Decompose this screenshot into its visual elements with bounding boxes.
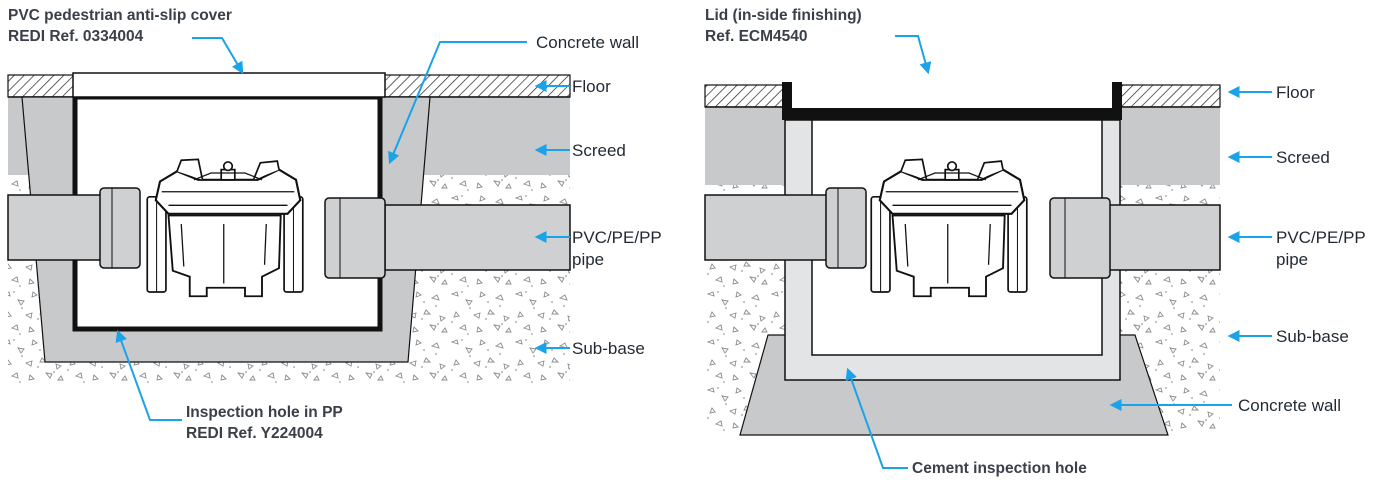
pipe-label-right-line2: pipe <box>1276 250 1308 269</box>
pvc-cover <box>72 72 386 98</box>
left-pipe-right <box>704 194 836 261</box>
lid-label-line1: Lid (in-side finishing) <box>705 7 862 24</box>
leader-arrows <box>115 35 1272 469</box>
hole-label-line2: REDI Ref. Y224004 <box>186 425 323 442</box>
concrete-wall-label: Concrete wall <box>536 33 639 52</box>
right-section-diagram <box>704 82 1221 436</box>
cement-hole-label: Cement inspection hole <box>912 460 1087 477</box>
pipe-label-line2: pipe <box>572 250 604 269</box>
screed-label-right: Screed <box>1276 148 1330 167</box>
pipe-label-right-line1: PVC/PE/PP <box>1276 228 1366 247</box>
cover-label-line2: REDI Ref. 0334004 <box>8 28 144 45</box>
subbase-label: Sub-base <box>572 339 645 358</box>
subbase-label-right: Sub-base <box>1276 327 1349 346</box>
hole-label-line1: Inspection hole in PP <box>186 404 343 421</box>
floor-label: Floor <box>572 77 611 96</box>
cover-label-line1: PVC pedestrian anti-slip cover <box>8 7 232 24</box>
floor-label-right: Floor <box>1276 83 1315 102</box>
pipe-label-line1: PVC/PE/PP <box>572 228 662 247</box>
left-section-diagram <box>7 72 571 387</box>
concrete-wall-label-right: Concrete wall <box>1238 396 1341 415</box>
lid-label-line2: Ref. ECM4540 <box>705 28 808 45</box>
screed-label: Screed <box>572 141 626 160</box>
